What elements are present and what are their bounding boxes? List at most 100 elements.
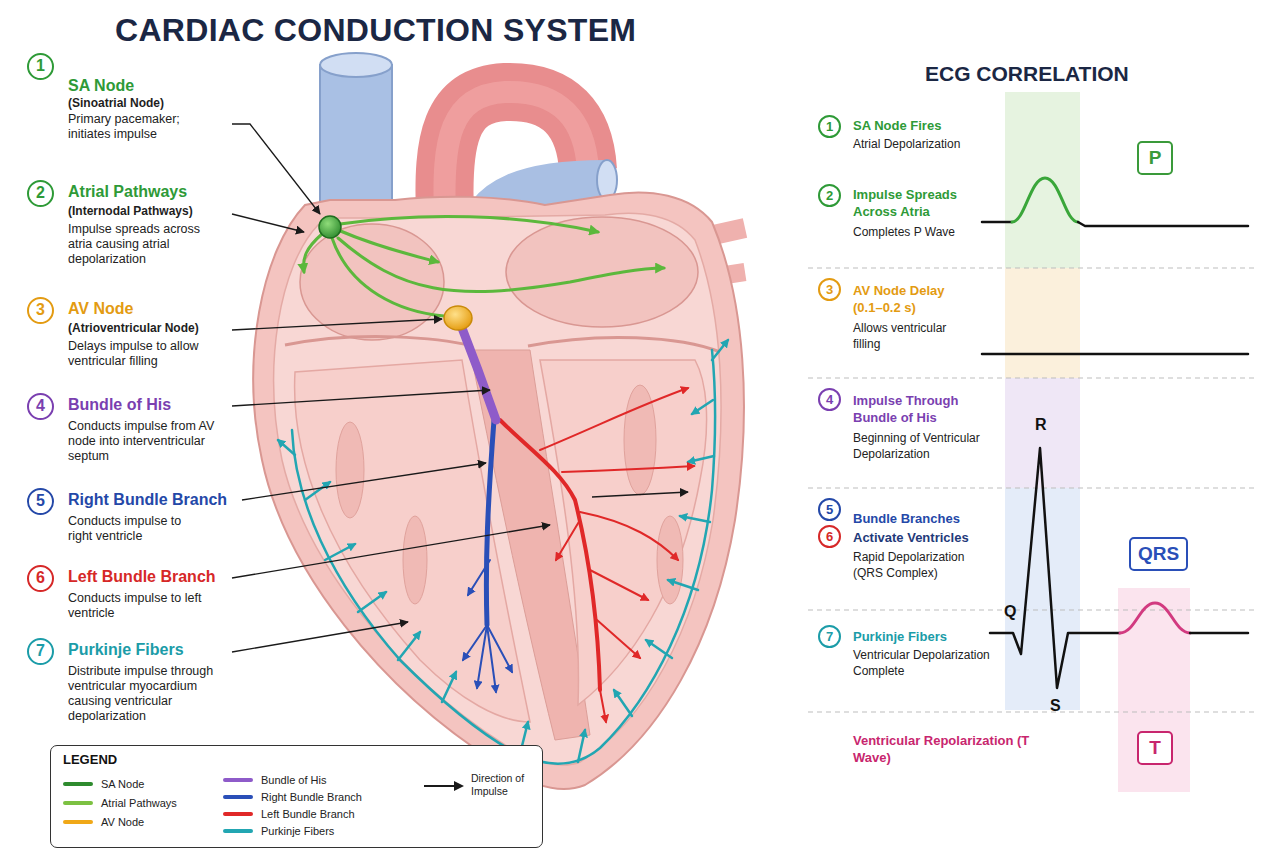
leader-lines: [242, 463, 486, 500]
part-heading: AV Node: [68, 299, 133, 318]
legend-swatch: [63, 782, 93, 786]
part-description: Delays impulse to allow ventricular fill…: [68, 339, 218, 369]
part-heading: Bundle of His: [68, 395, 171, 414]
left-bundle-branch: [540, 388, 688, 450]
purkinje-fibers: [278, 440, 295, 455]
heart-outline: [506, 217, 698, 327]
diagram-title: CARDIAC CONDUCTION SYSTEM: [115, 12, 636, 49]
part-description: Impulse spreads across atria causing atr…: [68, 222, 218, 267]
row-separators: [808, 610, 1258, 611]
wave-letter: R: [1035, 416, 1047, 434]
atrial-pathways: [338, 238, 664, 292]
legend-title: LEGEND: [63, 752, 117, 767]
purkinje-fibers: [278, 340, 728, 764]
leader-lines: [232, 390, 490, 406]
left-bundle-branch: [562, 466, 694, 472]
ecg-bands: [1118, 588, 1190, 792]
part-heading: Right Bundle Branch: [68, 490, 227, 509]
left-bundle-branch: [580, 512, 678, 560]
heart-outline: [285, 337, 472, 346]
callout-number: 3: [27, 297, 54, 324]
legend-arrow-head: [454, 781, 464, 791]
heart-outline: [540, 360, 707, 705]
purkinje-fibers: [692, 400, 713, 414]
panel-heading: ECG CORRELATION: [925, 62, 1129, 86]
part-description: Conducts impulse to left ventricle: [68, 591, 208, 621]
step-heading: Activate Ventricles: [853, 529, 969, 546]
callout-number: 6: [27, 565, 54, 592]
legend-arrow: [423, 780, 465, 792]
ecg-trace: [982, 221, 1012, 224]
step-description: Atrial Depolarization: [853, 136, 993, 152]
purkinje-fibers: [305, 482, 330, 500]
heart-outline: [528, 337, 720, 352]
heart-outline: [403, 516, 427, 604]
callout-number: 6: [818, 525, 841, 548]
purkinje-fibers: [712, 340, 728, 360]
legend-swatch: [223, 812, 253, 816]
legend-text: Bundle of His: [261, 773, 326, 787]
leader-lines: [232, 214, 304, 232]
av-node: [444, 306, 472, 330]
bundle-of-his: [462, 328, 496, 420]
legend-box: LEGENDSA NodeAtrial PathwaysAV NodeBundl…: [50, 745, 543, 848]
purkinje-fibers: [668, 580, 698, 590]
step-description: Beginning of Ventricular Depolarization: [853, 430, 998, 462]
step-heading: Impulse Spreads Across Atria: [853, 186, 968, 220]
left-bundle-branch: [590, 570, 648, 600]
purkinje-fibers: [442, 672, 456, 702]
row-separators: [808, 268, 1258, 712]
right-bundle-branch: [477, 625, 487, 688]
purkinje-fibers: [646, 640, 672, 658]
row-separators: [808, 488, 1258, 489]
part-subheading: (Atrioventricular Node): [68, 321, 199, 336]
part-heading: Left Bundle Branch: [68, 567, 216, 586]
callout-number: 4: [818, 388, 841, 411]
purkinje-fibers: [614, 690, 632, 716]
part-heading: Atrial Pathways: [68, 182, 187, 201]
part-description: Conducts impulse to right ventricle: [68, 514, 208, 544]
ecg-bands: [1005, 92, 1190, 792]
callout-number: 2: [818, 184, 841, 207]
legend-text: Purkinje Fibers: [261, 824, 334, 838]
legend-text: AV Node: [101, 815, 144, 829]
ecg-bands: [1005, 488, 1080, 710]
right-bundle-branch: [486, 420, 494, 625]
callout-number: 7: [818, 625, 841, 648]
callout-number: 3: [818, 278, 841, 301]
step-heading: AV Node Delay (0.1–0.2 s): [853, 282, 963, 316]
heart-outline: [253, 192, 744, 788]
great-vessels: [320, 65, 392, 215]
callout-number: 2: [27, 180, 54, 207]
legend-swatch: [63, 801, 93, 805]
legend-arrow-shaft: [424, 785, 456, 787]
step-heading: Bundle Branches: [853, 510, 960, 527]
part-heading: SA Node: [68, 76, 134, 95]
wave-box: QRS: [1129, 537, 1188, 571]
ecg-trace: [982, 178, 1248, 688]
heart-outline: [336, 422, 364, 518]
purkinje-fibers: [680, 516, 710, 522]
leader-lines: [232, 124, 688, 652]
callout-number: 5: [818, 498, 841, 521]
right-bundle-branch: [487, 625, 512, 672]
legend-text: Atrial Pathways: [101, 796, 177, 810]
ecg-bands: [1005, 268, 1080, 378]
atrial-pathways: [340, 216, 598, 232]
purkinje-fibers: [358, 592, 386, 612]
part-description: Distribute impulse through ventricular m…: [68, 664, 228, 724]
leader-lines: [232, 124, 320, 214]
left-bundle-branch: [556, 520, 580, 560]
ecg-trace: [1078, 222, 1248, 226]
sa-node: [319, 216, 341, 238]
ecg-trace: [990, 448, 1120, 688]
row-separators: [808, 712, 1258, 713]
wave-letter: S: [1050, 697, 1061, 715]
right-bundle-branch: [468, 560, 490, 595]
callout-number: 5: [27, 488, 54, 515]
heart-outline: [274, 213, 721, 765]
great-vessels: [320, 53, 392, 77]
heart-outline: [253, 192, 744, 788]
ecg-trace: [1190, 632, 1248, 635]
purkinje-fibers: [688, 456, 714, 462]
